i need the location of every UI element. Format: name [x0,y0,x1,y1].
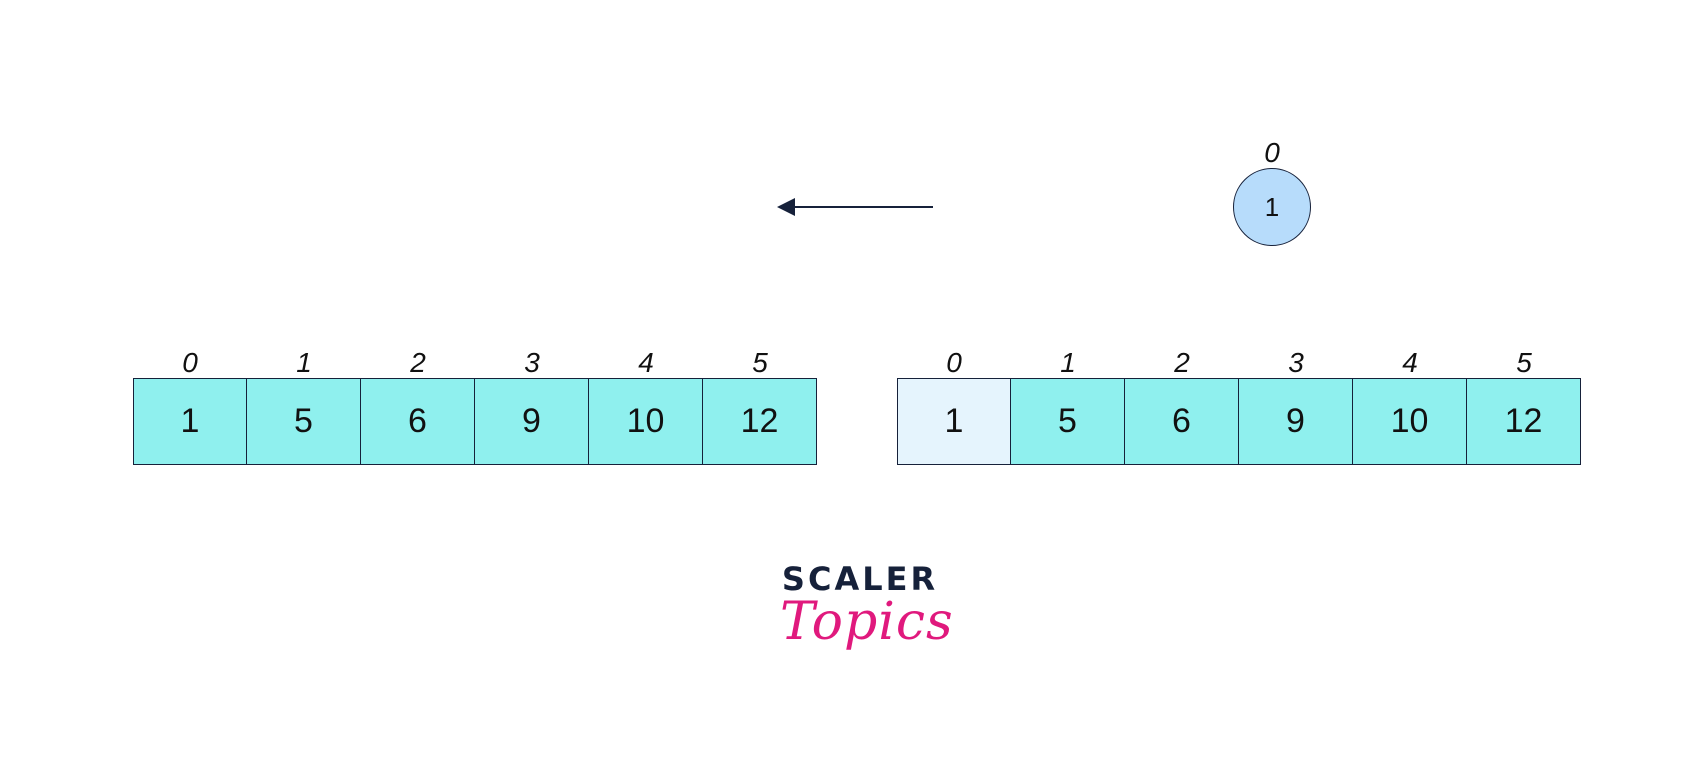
array-index: 4 [638,347,654,378]
array-index: 4 [1402,347,1418,378]
array-cell: 5 [247,378,361,465]
array-cell: 6 [1125,378,1239,465]
scaler-topics-logo: SCALER Topics [780,560,954,652]
array-index: 5 [1516,347,1532,378]
array-cell: 5 [1011,378,1125,465]
array-cell: 1 [133,378,247,465]
array-index: 3 [524,347,540,378]
array-index: 5 [752,347,768,378]
array-cell: 10 [589,378,703,465]
array-index: 1 [296,347,312,378]
array-cell: 9 [1239,378,1353,465]
array-cell: 9 [475,378,589,465]
array-index: 2 [1174,347,1190,378]
array-index: 0 [182,347,198,378]
node-index-label: 0 [1264,137,1280,168]
left-arrow-icon [777,198,933,216]
logo-topics-text: Topics [780,592,954,652]
array-index: 1 [1060,347,1076,378]
array-cell-highlighted: 1 [897,378,1011,465]
node-circle: 1 [1233,168,1311,246]
array-cell: 10 [1353,378,1467,465]
array-index: 3 [1288,347,1304,378]
array-cell: 12 [1467,378,1581,465]
array-cell: 12 [703,378,817,465]
array-index: 0 [946,347,962,378]
logo-scaler-text: SCALER [781,560,939,598]
array-cell: 6 [361,378,475,465]
heap-node: 0 1 [1232,137,1312,246]
array-index: 2 [410,347,426,378]
